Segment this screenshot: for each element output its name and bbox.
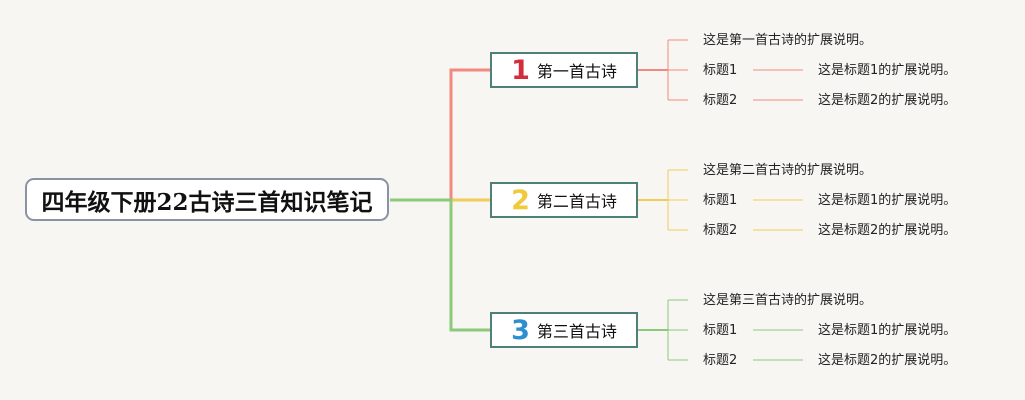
branch-topic-3[interactable]: 3 第三首古诗 <box>490 312 638 348</box>
number-2-icon: 2 <box>511 184 530 216</box>
connector-branch-1-children <box>667 39 688 101</box>
branch-3-subtopic-1-label[interactable]: 标题1 <box>703 323 738 338</box>
branch-1-subtopic-1-label[interactable]: 标题1 <box>703 63 738 78</box>
root-topic[interactable]: 四年级下册22古诗三首知识笔记 <box>25 178 389 221</box>
branch-3-subtopic-2-label[interactable]: 标题2 <box>703 353 738 368</box>
connector-branch-2-details <box>753 199 803 231</box>
branch-1-subtopic-2-label[interactable]: 标题2 <box>703 93 738 108</box>
branch-topic-2[interactable]: 2 第二首古诗 <box>490 182 638 218</box>
branch-2-subtopic-1-label[interactable]: 标题1 <box>703 193 738 208</box>
branch-topic-1[interactable]: 1 第一首古诗 <box>490 52 638 88</box>
branch-topic-2-title: 第二首古诗 <box>536 192 617 211</box>
branch-topic-1-title: 第一首古诗 <box>536 62 617 81</box>
connector-branch-1-details <box>753 69 803 101</box>
branch-1-description[interactable]: 这是第一首古诗的扩展说明。 <box>703 33 873 48</box>
branch-2-subtopic-1-detail[interactable]: 这是标题1的扩展说明。 <box>818 193 957 208</box>
branch-1-subtopic-2-detail[interactable]: 这是标题2的扩展说明。 <box>818 93 957 108</box>
connector-branch-2-children <box>667 169 688 231</box>
connector-root-branch-3 <box>390 198 490 332</box>
branch-2-description[interactable]: 这是第二首古诗的扩展说明。 <box>703 163 873 178</box>
connector-root-branch-1 <box>390 68 490 202</box>
number-1-icon: 1 <box>511 54 530 86</box>
branch-3-description[interactable]: 这是第三首古诗的扩展说明。 <box>703 293 873 308</box>
root-topic-title: 四年级下册22古诗三首知识笔记 <box>41 188 373 216</box>
connector-branch-3-details <box>753 329 803 361</box>
branch-2-subtopic-2-detail[interactable]: 这是标题2的扩展说明。 <box>818 223 957 238</box>
branch-3-subtopic-1-detail[interactable]: 这是标题1的扩展说明。 <box>818 323 957 338</box>
number-3-icon: 3 <box>511 314 530 346</box>
connector-branch-3-children <box>667 299 688 361</box>
branch-3-subtopic-2-detail[interactable]: 这是标题2的扩展说明。 <box>818 353 957 368</box>
branch-2-subtopic-2-label[interactable]: 标题2 <box>703 223 738 238</box>
branch-topic-3-title: 第三首古诗 <box>536 322 617 341</box>
branch-1-subtopic-1-detail[interactable]: 这是标题1的扩展说明。 <box>818 63 957 78</box>
